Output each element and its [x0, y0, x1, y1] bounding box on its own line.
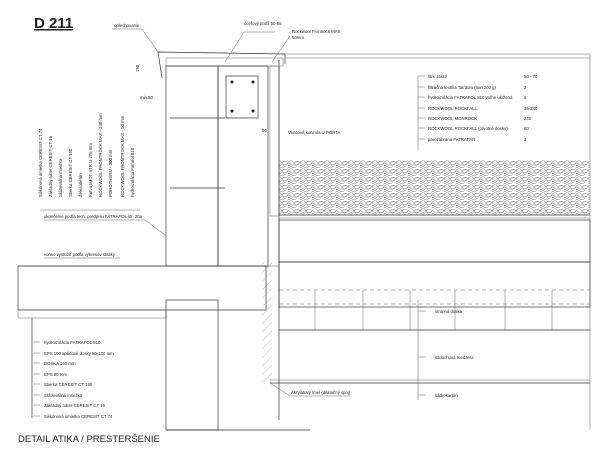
roof-layer: štrk 16/32 50 - 70: [418, 74, 538, 79]
soffit-layer-label: Silikónová omietka CERESIT CT 74: [44, 414, 113, 419]
rockwool-label: Rockwool Frontrock MAX: [292, 29, 341, 34]
roof-layer-name: ROCKWOOL ROCKFALL (prvotné dosky): [428, 126, 508, 131]
roof-layer: filtračná textília Tatratex (min 200 g) 2: [418, 85, 527, 90]
soffit-insulation: [165, 299, 219, 431]
soffit-layer-label: EPS 80 mm: [44, 372, 67, 377]
ceiling-label: sádrokartón: [435, 393, 458, 398]
concrete-ring-beam: [225, 75, 259, 119]
wall-layer-labels: Silikónová omietka CERESIT CT 74 Základn…: [38, 113, 135, 197]
roof-layer-value: 60: [524, 126, 529, 131]
roof-insulation: [278, 219, 591, 263]
drawing-caption: DETAIL ATIKA / PRESTERŠENIE: [18, 434, 160, 445]
soffit-layer-label: hydroizolácia FATRAFOL 810: [44, 340, 101, 345]
wall-layer-label: Sklotextilná mriežka: [58, 158, 63, 197]
soffit-layer-label: EPS 100 spádové dosky 50-100 mm: [44, 351, 114, 356]
masonry-wall: [217, 65, 269, 267]
roof-layer-value: 5: [524, 95, 527, 100]
drawing-code: D 211: [34, 15, 73, 32]
roof-layer-value: 35-240: [524, 106, 538, 111]
roof-layer-value: 240: [524, 116, 532, 121]
wall-insulation: [165, 65, 219, 267]
roof-layer-value: 50 - 70: [524, 74, 538, 79]
roof-layer-name: hydroizolácia FATRAFOL 810 voľne uložená: [428, 95, 513, 100]
dim-50: 50: [262, 128, 267, 133]
wall-layer-label: Kotva EJOT STR U 275 mm: [88, 143, 93, 197]
roof-layer-list: štrk 16/32 50 - 70 filtračná textília Tat…: [418, 74, 538, 142]
roof-layer-name: ROCKWOOL ROCKFALL: [428, 106, 478, 111]
roof-layer-name: parozábrana FATRAPAR: [428, 137, 475, 142]
wall-layer-label: Základný náter CERESIT CT 16: [48, 135, 53, 197]
parapet-rockwool: [269, 65, 280, 217]
wall-layer-label: Stierka CERESIT CT 190: [68, 148, 73, 197]
roof-layer: parozábrana FATRAPAR 3: [418, 137, 527, 142]
rockwool-thk-label: 50mm: [292, 35, 304, 40]
air-gap-label: vzduchová medzera: [435, 355, 474, 360]
roof-layer: ROCKWOOL ROCKFALL 35-240: [418, 106, 538, 111]
wall-layer-label: POROTHERM - 300 mm: [108, 149, 113, 197]
soffit-layer-label: Sklotextilná mriežka: [44, 393, 83, 398]
flashing-lap-label: ukončenie podľa tech. predpisu FATRAFOL …: [44, 214, 143, 219]
slab-label: stropná doska: [435, 309, 463, 314]
roof-layer-value: 3: [524, 137, 527, 142]
soffit-layer-label: Stierka CERESIT CT 190: [44, 382, 93, 387]
roof-layer: ROCKWOOL ROCKFALL (prvotné dosky) 60: [418, 126, 529, 131]
gravel-layer: [279, 160, 590, 215]
soffit-layer-label: Základný náter CERESIT CT 16: [44, 403, 106, 408]
wall-layer-label: ROCKWOOL FRONTROCK MAX - 50 mm: [120, 115, 125, 197]
wall-layer-label: Silikónová omietka CERESIT CT 74: [38, 128, 43, 197]
dim-min80: min.80: [140, 95, 154, 100]
roof-layer: hydroizolácia FATRAFOL 810 voľne uložená…: [418, 95, 527, 100]
roof-slab: [278, 261, 591, 308]
wall-layer-label: ROCKWOOL FRONTROCK MAX - 240 mm: [98, 113, 103, 197]
dim-150: 150: [135, 64, 140, 72]
roof-layer: ROCKWOOL MONROCK 240: [418, 116, 532, 121]
wall-layer-label: hydroizolácia Fatrafol 810: [130, 147, 135, 197]
flashing-label: oplechovanie: [114, 23, 140, 28]
roof-layer-name: filtračná textília Tatratex (min 200 g): [428, 85, 497, 90]
anchor-label: Vencová konzola U PORTA: [288, 130, 341, 135]
plaster-wrap-label: vonso vystužiť podľa výkresov statiky: [44, 252, 116, 257]
profile-label: oceľový profil 50-65: [244, 21, 282, 26]
roof-layer-name: ROCKWOOL MONROCK: [428, 116, 477, 121]
roof-layer-value: 2: [524, 85, 527, 90]
soffit-layer-label: DOSKA 160 mm: [44, 361, 76, 366]
wall-layer-label: Železobetón: [78, 173, 83, 197]
roof-layer-name: štrk 16/32: [428, 74, 447, 79]
joint-label: Akrylátový tmel (dilatačný spoj): [291, 390, 351, 395]
soffit-layer-list: hydroizolácia FATRAFOL 810 EPS 100 spádo…: [33, 340, 114, 419]
